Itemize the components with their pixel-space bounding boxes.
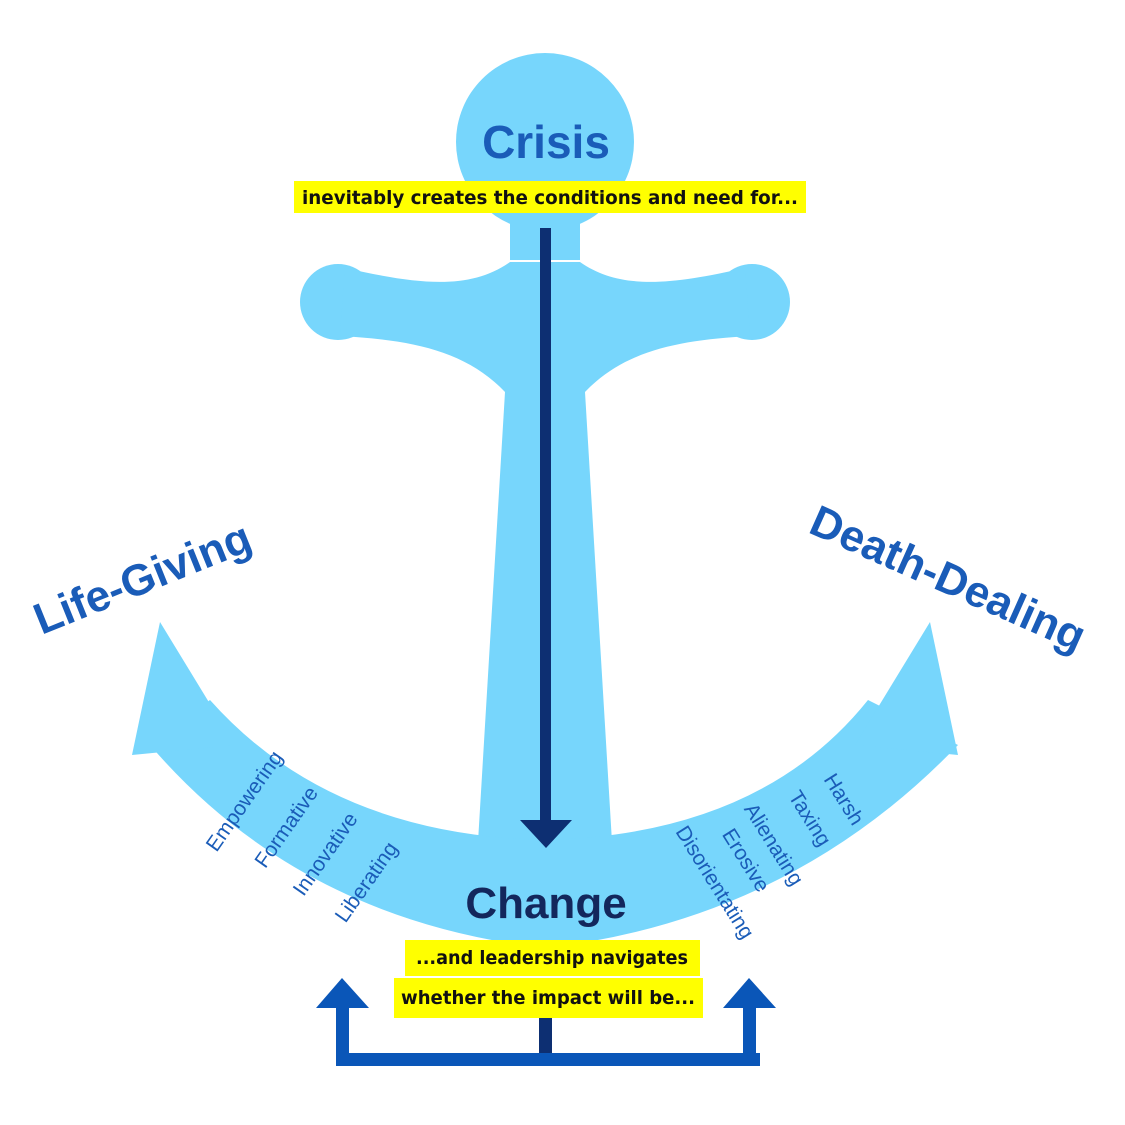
split-left-riser bbox=[336, 1000, 349, 1066]
anchor-arms bbox=[150, 700, 958, 948]
top-caption-highlight bbox=[294, 181, 806, 213]
crisis-label: Crisis bbox=[482, 116, 610, 168]
split-stem bbox=[539, 1015, 552, 1065]
life-giving-label: Life-Giving bbox=[27, 513, 258, 645]
split-arrows bbox=[316, 978, 776, 1066]
down-arrow-shaft bbox=[540, 228, 551, 826]
center-caption-highlight-1 bbox=[405, 940, 700, 976]
split-right-riser bbox=[743, 1000, 756, 1066]
change-label: Change bbox=[465, 879, 626, 928]
split-left-head bbox=[316, 978, 369, 1008]
split-bar bbox=[336, 1053, 760, 1066]
down-arrow-head bbox=[520, 820, 572, 848]
split-right-head bbox=[723, 978, 776, 1008]
left-arrowhead bbox=[132, 622, 235, 755]
death-dealing-label: Death-Dealing bbox=[803, 496, 1093, 661]
center-caption-highlight-2 bbox=[394, 978, 703, 1018]
top-caption: inevitably creates the conditions and ne… bbox=[302, 187, 798, 209]
right-arrowhead bbox=[855, 622, 958, 755]
center-caption-line1: ...and leadership navigates bbox=[416, 947, 688, 969]
down-arrow bbox=[520, 228, 572, 848]
center-caption-line2: whether the impact will be... bbox=[401, 987, 695, 1009]
